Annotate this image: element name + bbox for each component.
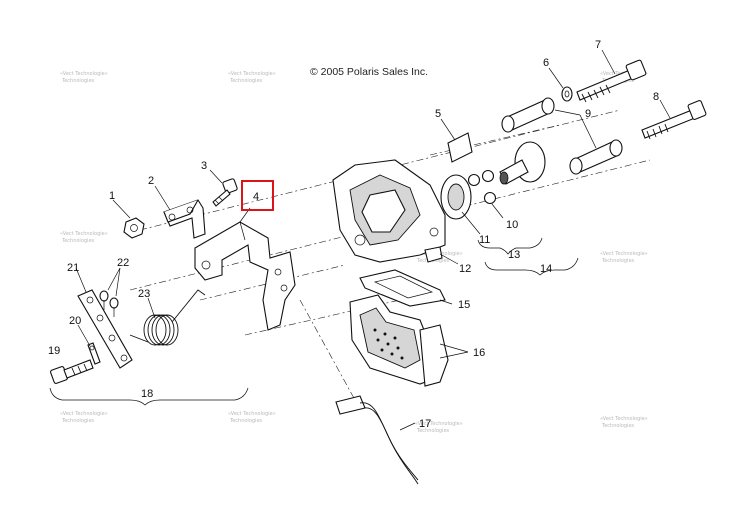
watermark-line2: Technologies	[416, 428, 450, 434]
watermark-line2: Technologies	[61, 78, 95, 84]
part-mounting-bracket	[194, 221, 296, 331]
part-pin	[87, 342, 101, 365]
callout-22: 22	[117, 257, 129, 269]
watermark-line2: Technologies	[229, 78, 263, 84]
watermark-line1: «Vect Technologie»	[600, 251, 648, 257]
part-long-bolt	[576, 59, 647, 103]
callout-9: 9	[585, 108, 591, 120]
callout-1: 1	[109, 190, 115, 202]
watermark-line1: «Vect Technologie»	[60, 411, 108, 417]
part-clevis	[163, 199, 206, 239]
leader-lines	[75, 49, 671, 431]
callout-19: 19	[48, 345, 60, 357]
part-nut	[123, 217, 145, 239]
watermark-line1: «Vect Technologie»	[228, 71, 276, 77]
part-brake-cable	[335, 395, 419, 485]
callout-10: 10	[506, 219, 518, 231]
part-caliper-body	[332, 159, 446, 263]
part-spring-clip	[359, 269, 446, 307]
callout-18: 18	[141, 388, 153, 400]
part-bushings	[501, 97, 623, 175]
watermark-line2: Technologies	[601, 423, 635, 429]
callout-21: 21	[67, 262, 79, 274]
watermark-line2: Technologies	[229, 418, 263, 424]
copyright-text: © 2005 Polaris Sales Inc.	[310, 66, 428, 78]
part-brake-pads	[349, 294, 449, 387]
part-bolt-right	[641, 100, 707, 140]
callout-5: 5	[435, 108, 441, 120]
part-lever	[77, 289, 133, 369]
part-cam-plate	[440, 174, 472, 220]
watermark-line2: Technologies	[601, 258, 635, 264]
callout-7: 7	[595, 39, 601, 51]
callout-14: 14	[540, 263, 552, 275]
part-bolt-lower	[50, 359, 94, 384]
callout-20: 20	[69, 315, 81, 327]
callout-4: 4	[253, 191, 259, 203]
part-plate	[447, 132, 473, 163]
callout-3: 3	[201, 160, 207, 172]
callout-16: 16	[473, 347, 485, 359]
watermark-line1: «Vect Technologie»	[60, 231, 108, 237]
part-balls	[467, 169, 497, 205]
callout-6: 6	[543, 57, 549, 69]
part-bolt-small	[212, 178, 238, 207]
watermark-line2: Technologies	[61, 418, 95, 424]
part-actuator	[499, 141, 546, 185]
callout-labels: 1 2 3 4 5 6 7 8 9 10 11 12 13 14 15 16 1…	[48, 39, 659, 430]
callout-13: 13	[508, 249, 520, 261]
callout-11: 11	[479, 234, 490, 246]
callout-8: 8	[653, 91, 659, 103]
callout-23: 23	[138, 288, 150, 300]
part-torsion-spring	[129, 289, 206, 346]
part-washer	[561, 86, 573, 102]
part-screws	[99, 290, 119, 317]
callout-12: 12	[459, 263, 471, 275]
callout-15: 15	[458, 299, 470, 311]
watermark-line1: «Vect Technologie»	[228, 411, 276, 417]
callout-highlight-box	[241, 180, 274, 211]
callout-2: 2	[148, 175, 154, 187]
watermark-line1: «Vect Technologie»	[60, 71, 108, 77]
watermark-line1: «Vect Technologie»	[600, 416, 648, 422]
watermark-line1: «Vect Technologie»	[415, 421, 463, 427]
watermark-line2: Technologies	[61, 238, 95, 244]
callout-17: 17	[419, 418, 431, 430]
group-braces	[49, 237, 579, 406]
